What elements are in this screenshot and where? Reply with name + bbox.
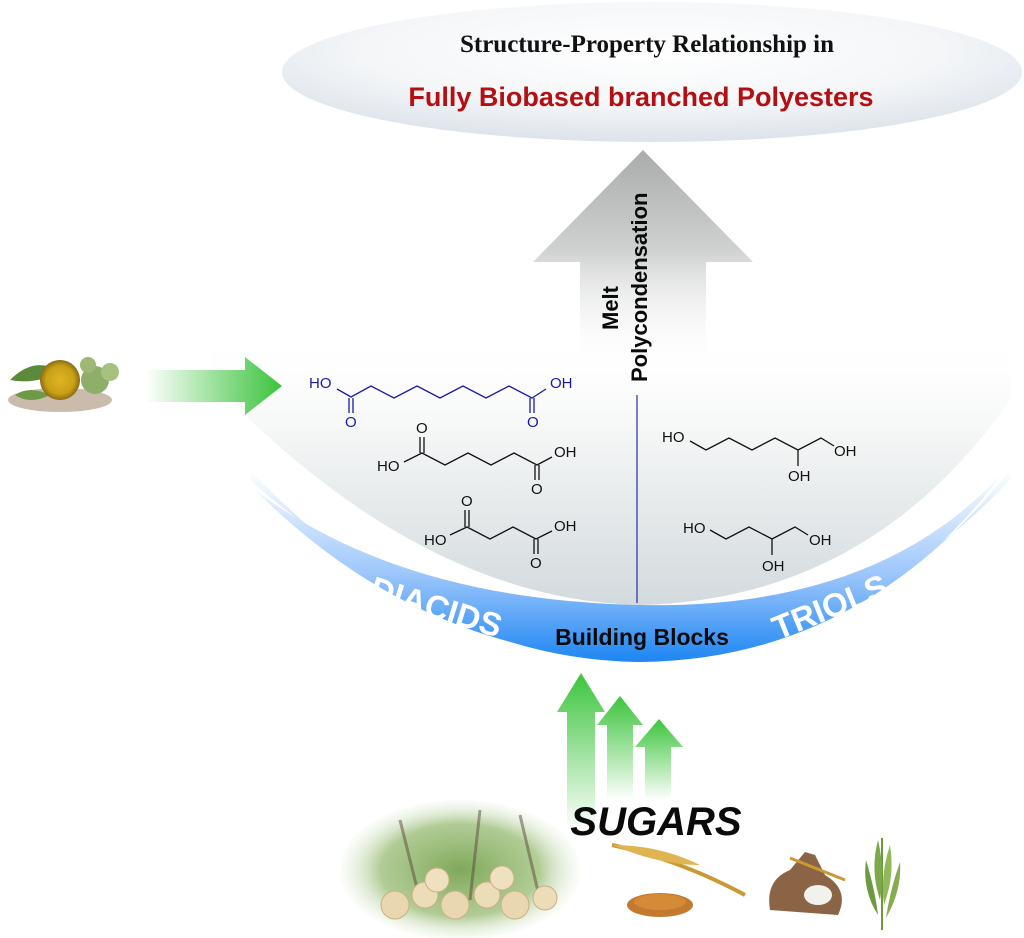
diacid-succinic: HO OH O O [424,493,577,572]
label-oh: OH [809,532,832,549]
label-o: O [345,414,357,431]
melt-polycondensation-arrow: Melt Polycondensation [533,150,753,382]
green-up-arrow-icon [557,673,605,830]
label-o: O [461,493,473,510]
chain-bonds [336,385,547,399]
process-label-melt: Melt [598,285,623,330]
green-wheat-image [865,838,901,930]
building-blocks-label: Building Blocks [555,624,729,650]
title-banner: Structure-Property Relationship in Fully… [282,2,1022,142]
blue-band-fill [255,470,1005,660]
label-oh: OH [554,518,577,535]
building-blocks-bowl [210,330,1010,662]
title-ellipse [282,2,1022,142]
green-up-arrow-icon [635,719,683,800]
label-ho: HO [377,458,400,475]
label-o: O [530,555,542,572]
diacid-adipic: HO OH O O [377,420,577,498]
label-o: O [527,414,539,431]
green-right-arrow-icon [145,357,282,415]
flour-sack-image [769,852,846,915]
process-label-polycondensation: Polycondensation [627,193,652,382]
label-oh: OH [550,375,573,392]
label-o: O [416,420,428,437]
title-line-2: Fully Biobased branched Polyesters [408,82,873,112]
label-oh: OH [834,443,857,460]
sugars-label: SUGARS [570,800,741,844]
diacid-sebacic: HO OH O O [309,375,573,431]
triol-butanetriol: HO OH OH [683,520,832,575]
label-oh: OH [788,468,811,485]
label-ho: HO [683,520,706,537]
title-line-1: Structure-Property Relationship in [460,31,834,58]
green-up-arrow-icon [597,696,643,800]
green-up-arrows [557,673,683,830]
chain-bonds [689,437,835,451]
label-oh: OH [554,444,577,461]
label-ho: HO [424,532,447,549]
gray-up-arrow-icon [533,150,753,370]
chain-bonds [709,526,809,540]
chain-bonds [403,452,553,466]
chain-bonds [449,526,553,540]
wheat-grains-image [611,843,746,917]
label-oh: OH [762,558,785,575]
triol-hexanetriol: HO OH OH [662,429,857,485]
label-ho: HO [662,429,685,446]
label-o: O [531,481,543,498]
castor-oil-plant-image [8,357,119,412]
label-ho: HO [309,375,332,392]
forest-logs-image [340,800,580,938]
gray-bowl [210,330,1010,605]
